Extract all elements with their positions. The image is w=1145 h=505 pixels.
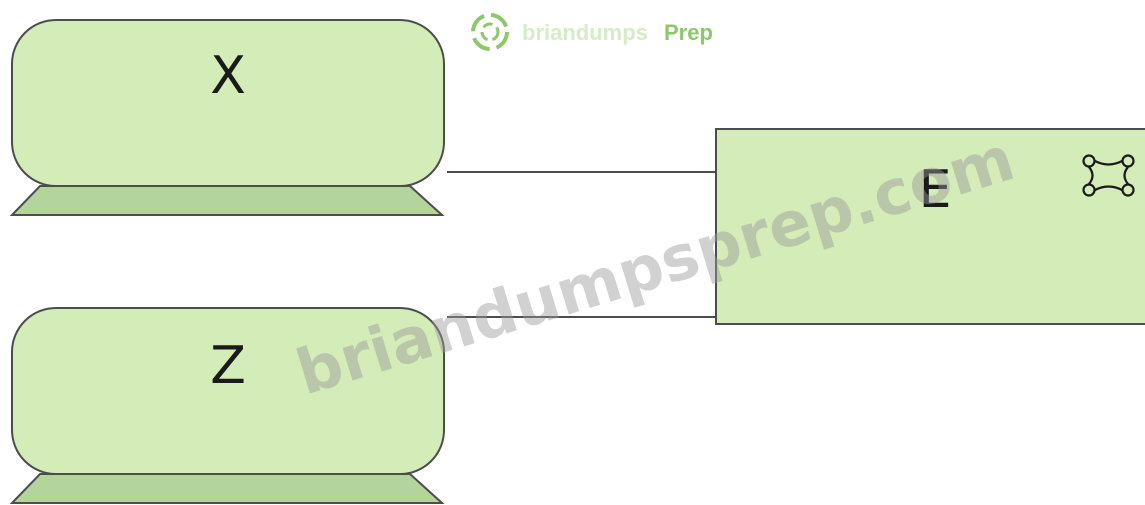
brand-word: Prep — [664, 20, 713, 45]
node-x-base — [9, 185, 445, 216]
node-z: Z — [9, 307, 445, 504]
node-z-base — [9, 473, 445, 504]
node-e-body — [715, 128, 1145, 325]
node-x: X — [9, 19, 445, 216]
node-z-label: Z — [210, 336, 246, 396]
application-component-icon — [1082, 154, 1135, 197]
node-x-body — [11, 19, 445, 187]
swirl-logo-icon — [471, 13, 509, 51]
brand-faded-text: briandumps — [522, 20, 648, 45]
node-x-label: X — [210, 46, 246, 106]
node-e: E — [715, 128, 1145, 325]
brand-logo: briandumps Prep — [471, 13, 713, 51]
node-e-label: E — [919, 160, 952, 220]
node-z-body — [11, 307, 445, 475]
